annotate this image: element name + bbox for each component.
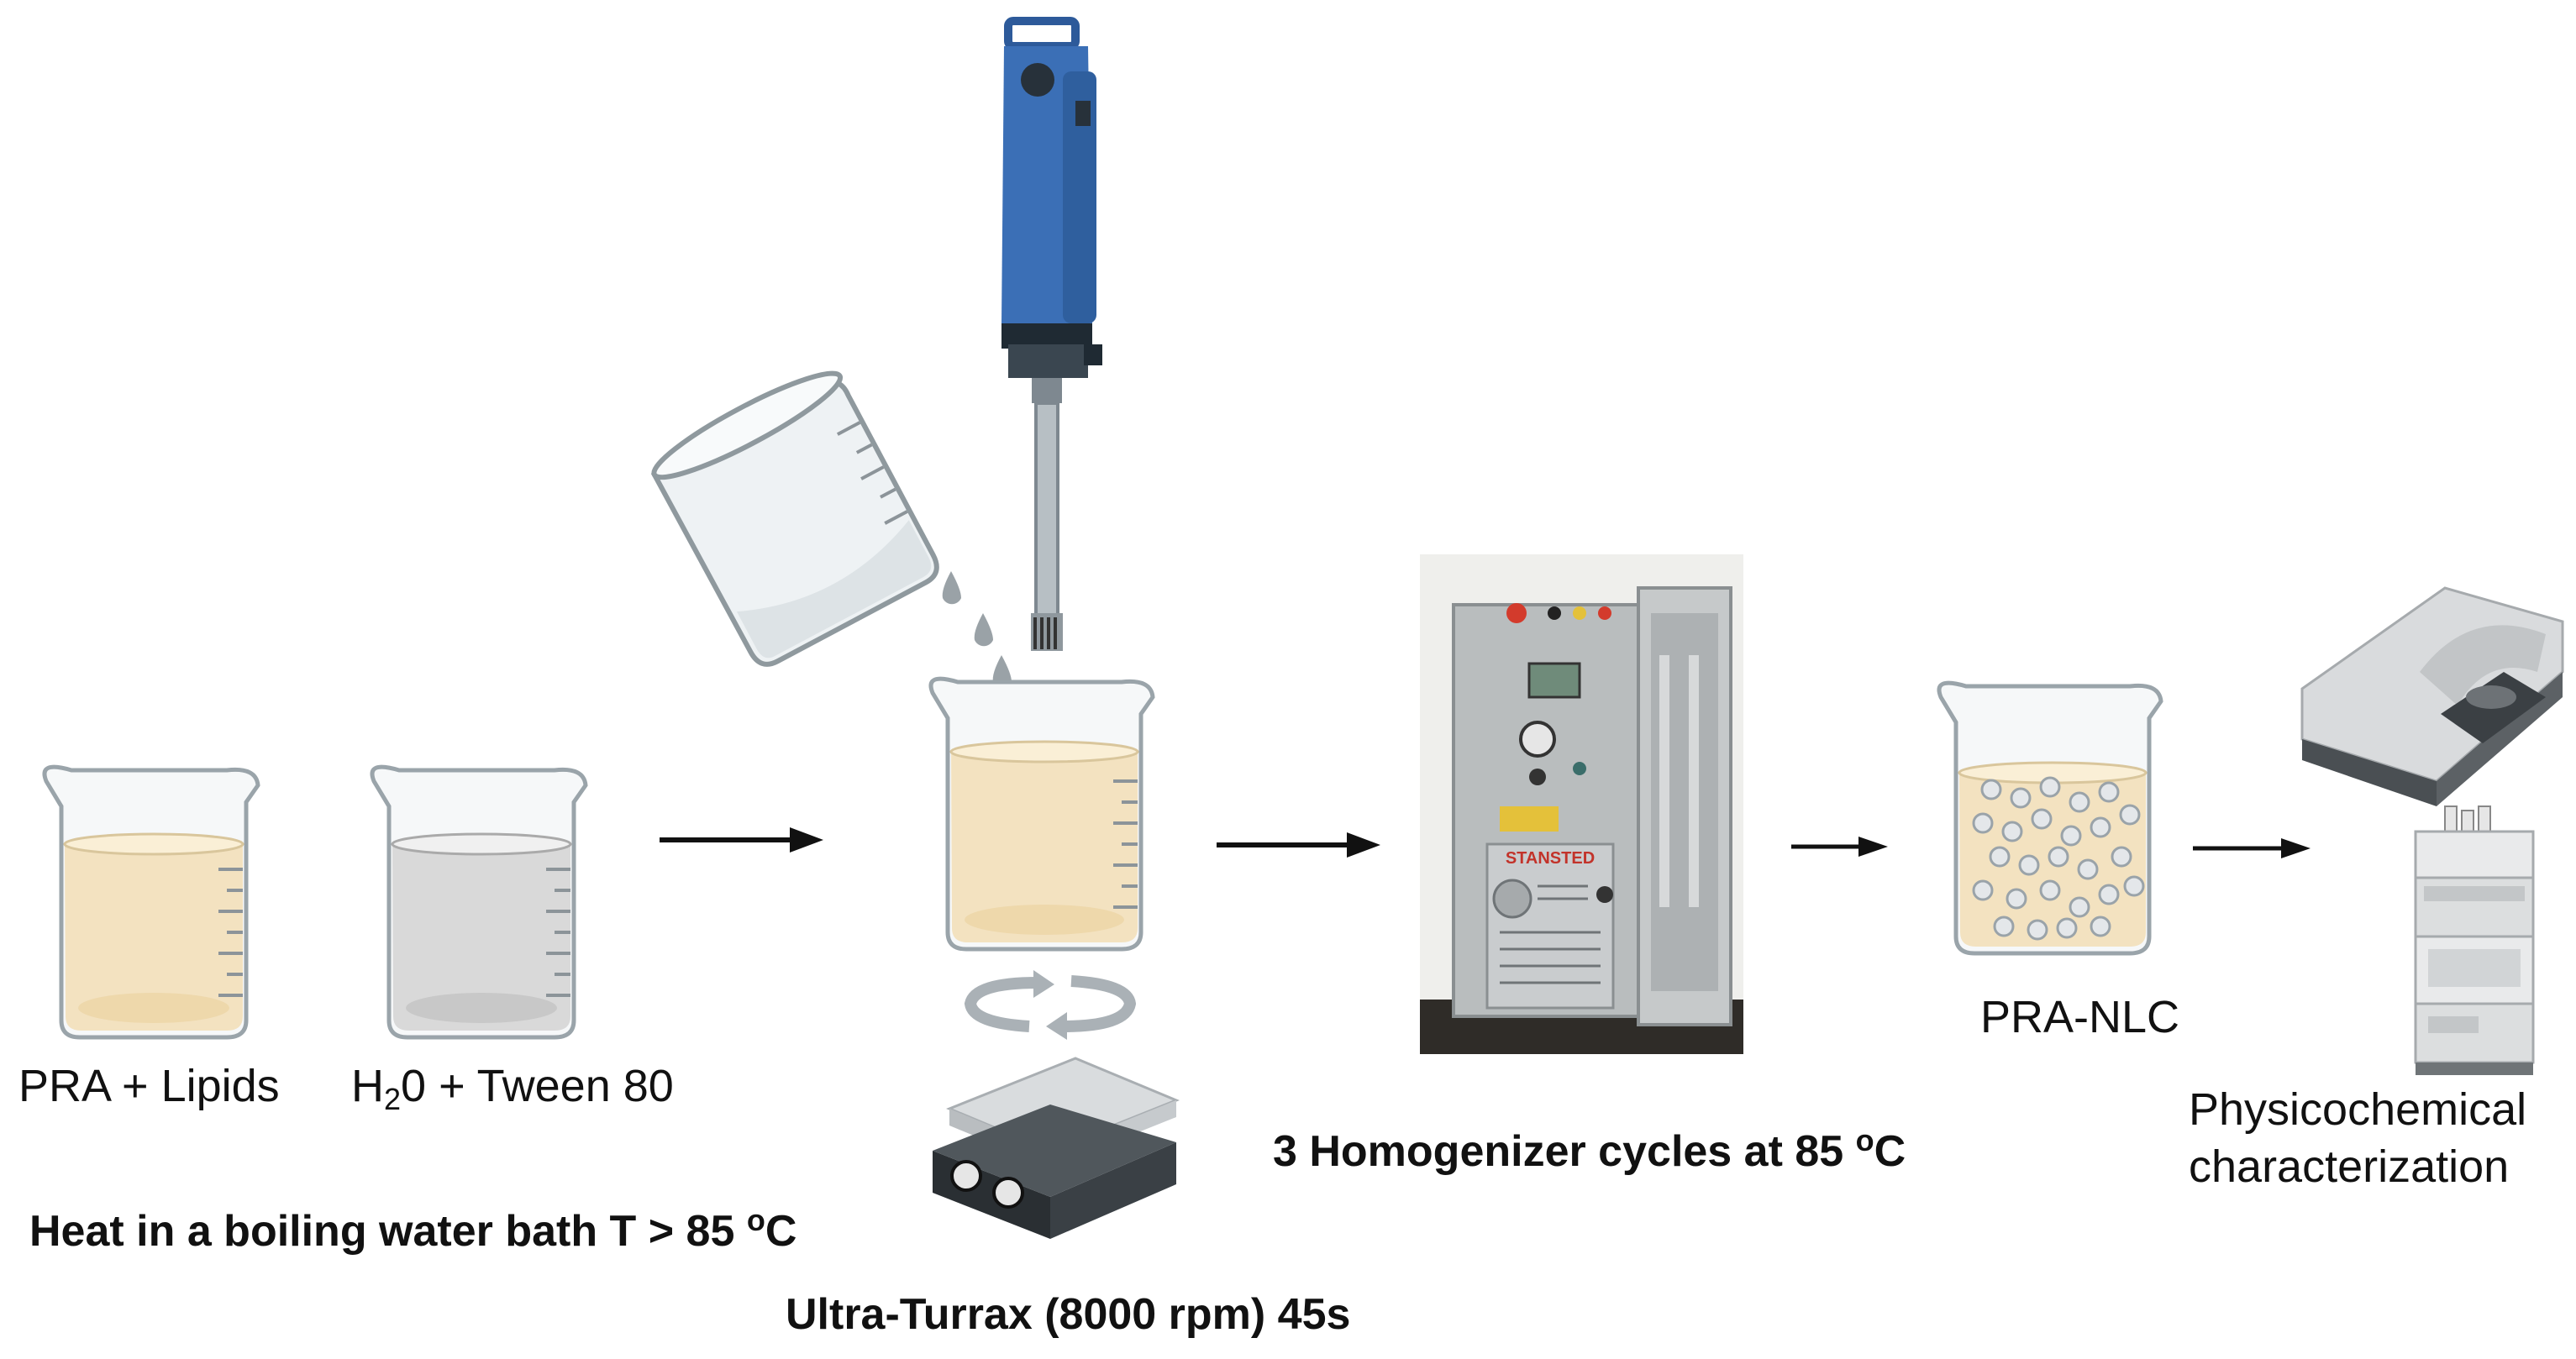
- lipid-beaker-icon: [42, 764, 260, 1040]
- water-beaker-label: H20 + Tween 80: [351, 1061, 674, 1116]
- ultra-turrax-label: Ultra-Turrax (8000 rpm) 45s: [786, 1290, 1351, 1339]
- nlc-beaker-label: PRA-NLC: [1980, 992, 2180, 1042]
- heat-step-label: Heat in a boiling water bath T > 85 oC: [29, 1203, 797, 1256]
- arrow-4: [2193, 838, 2311, 858]
- homogenizer-label: 3 Homogenizer cycles at 85 oC: [1273, 1123, 1906, 1176]
- characterization-label-1: Physicochemical: [2189, 1084, 2527, 1135]
- homogenizer-brand: STANSTED: [1506, 849, 1595, 868]
- homogenizer-photo: STANSTED: [1420, 554, 1743, 1054]
- hplc-system-icon: [2414, 805, 2535, 1075]
- particle-analyzer-icon: [2300, 586, 2564, 806]
- ultra-turrax-icon: [1001, 17, 1102, 651]
- mixing-beaker-icon: [928, 676, 1155, 952]
- arrow-1: [660, 827, 823, 853]
- water-beaker-icon: [370, 764, 588, 1040]
- arrow-3: [1791, 837, 1888, 857]
- characterization-label-2: characterization: [2189, 1141, 2510, 1192]
- stirrer-plate-icon: [933, 1057, 1180, 1239]
- pouring-beaker-icon: [650, 370, 939, 667]
- nlc-beaker-icon: [1937, 680, 2163, 956]
- drops-icon: [942, 571, 1012, 689]
- arrow-2: [1217, 832, 1380, 858]
- stirring-arrows-icon: [964, 970, 1137, 1040]
- lipid-beaker-label: PRA + Lipids: [18, 1061, 280, 1111]
